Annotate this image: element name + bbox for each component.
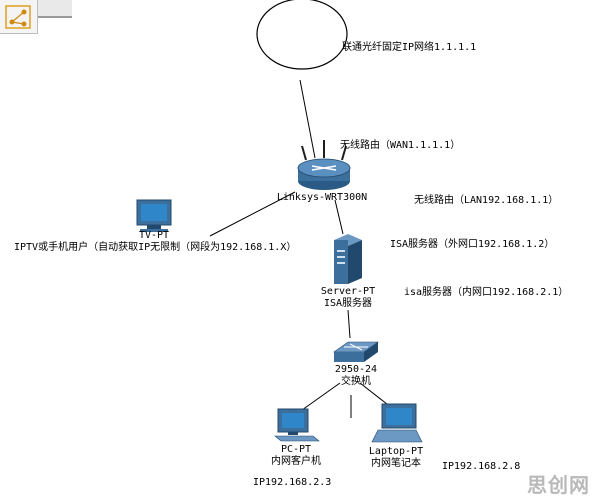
laptop-ip: IP192.168.2.8 <box>442 461 521 472</box>
laptop-name: Laptop-PT <box>368 446 424 457</box>
pc-name: PC-PT <box>280 444 312 455</box>
link-switch-pc <box>301 382 341 411</box>
router-name: Linksys-WRT300N <box>276 192 368 203</box>
tv-name: TV-PT <box>138 230 170 241</box>
toolbar-strip <box>38 0 72 18</box>
share-icon <box>5 5 31 29</box>
watermark-text: 思创网 <box>527 473 590 497</box>
link-router-tv <box>209 191 296 237</box>
tv-desc: IPTV或手机用户（自动获取IP无限制（网段为192.168.1.X） <box>14 242 297 253</box>
laptop-icon[interactable] <box>371 403 423 443</box>
pc-icon[interactable] <box>274 408 320 442</box>
tv-icon[interactable] <box>136 199 172 232</box>
pc-ip: IP192.168.2.3 <box>253 477 332 488</box>
switch-desc: 交换机 <box>341 376 371 387</box>
server-internal-label: isa服务器（内网口192.168.2.1） <box>404 287 569 298</box>
laptop-desc: 内网笔记本 <box>371 458 421 469</box>
server-icon[interactable] <box>334 234 362 284</box>
link-router-server <box>334 199 344 235</box>
link-server-switch <box>347 309 351 339</box>
link-cloud-router <box>299 79 316 159</box>
router-lan-label: 无线路由（LAN192.168.1.1） <box>414 195 559 206</box>
internet-cloud[interactable] <box>256 0 348 70</box>
pc-desc: 内网客户机 <box>271 456 321 467</box>
server-desc: ISA服务器 <box>323 298 373 309</box>
toolbar-button[interactable] <box>0 0 38 34</box>
cloud-label: 联通光纤固定IP网络1.1.1.1 <box>342 42 477 53</box>
router-icon[interactable] <box>297 140 351 190</box>
switch-icon[interactable] <box>333 341 379 362</box>
switch-name: 2950-24 <box>334 364 378 375</box>
server-external-label: ISA服务器（外网口192.168.1.2） <box>390 239 555 250</box>
router-wan-label: 无线路由（WAN1.1.1.1） <box>340 140 461 151</box>
links <box>209 79 393 418</box>
server-name: Server-PT <box>320 286 376 297</box>
